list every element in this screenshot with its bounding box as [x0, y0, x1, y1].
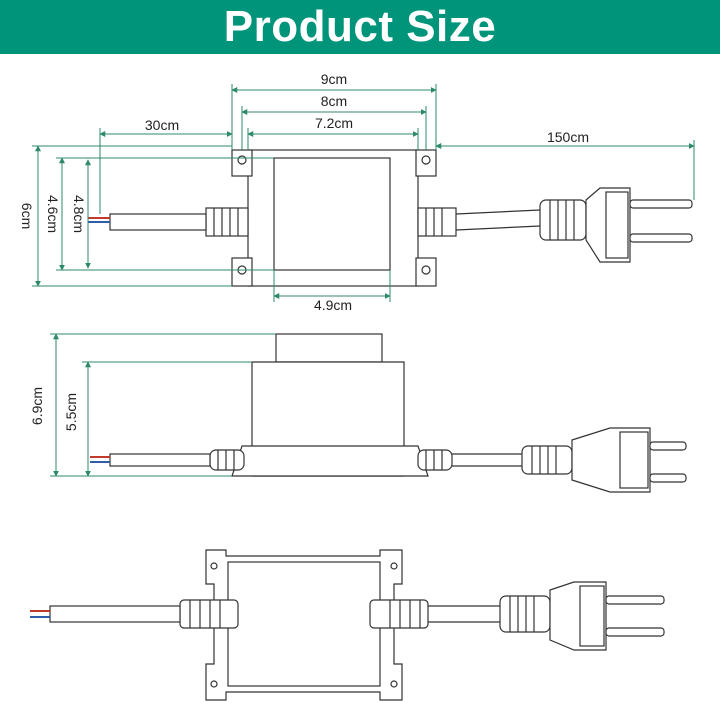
cable-gland-icon [179, 599, 429, 629]
dim-side-height-body: 5.5cm [63, 393, 79, 431]
eu-plug-icon [521, 427, 687, 493]
side-view-labels: 6.9cm 5.5cm [29, 387, 79, 431]
eu-plug-icon [499, 581, 665, 651]
dim-lead-wire: 30cm [145, 117, 179, 133]
cable-gland-icon [417, 207, 457, 237]
page-title: Product Size [223, 2, 497, 51]
dim-power-cord: 150cm [547, 129, 589, 145]
side-view-dimensions [50, 333, 276, 477]
top-view [88, 149, 693, 287]
cable-gland-icon [205, 207, 249, 237]
eu-plug-icon [539, 187, 693, 263]
dim-width-mount: 8cm [321, 93, 347, 109]
mount-hole-icon [231, 149, 437, 287]
cable-gland-icon [209, 449, 453, 471]
dim-height-mount-outer: 4.6cm [45, 195, 61, 233]
top-view-labels: 9cm 8cm 7.2cm 30cm 150cm 4.9cm 6cm 4.6cm… [19, 71, 589, 313]
dim-width-overall: 9cm [321, 71, 347, 87]
mount-hole-icon [210, 562, 398, 688]
dim-side-height-overall: 6.9cm [29, 387, 45, 425]
side-view [90, 333, 687, 493]
dim-body-width-bottom: 4.9cm [314, 297, 352, 313]
dim-height-mount-inner: 4.8cm [71, 195, 87, 233]
dim-height-overall: 6cm [19, 203, 35, 229]
top-view-dimensions [32, 84, 695, 302]
side-top-cap [275, 333, 383, 363]
bottom-view [30, 549, 665, 701]
transformer-top-cap [273, 157, 391, 271]
dim-width-body: 7.2cm [315, 115, 353, 131]
title-banner: Product Size [0, 0, 720, 54]
